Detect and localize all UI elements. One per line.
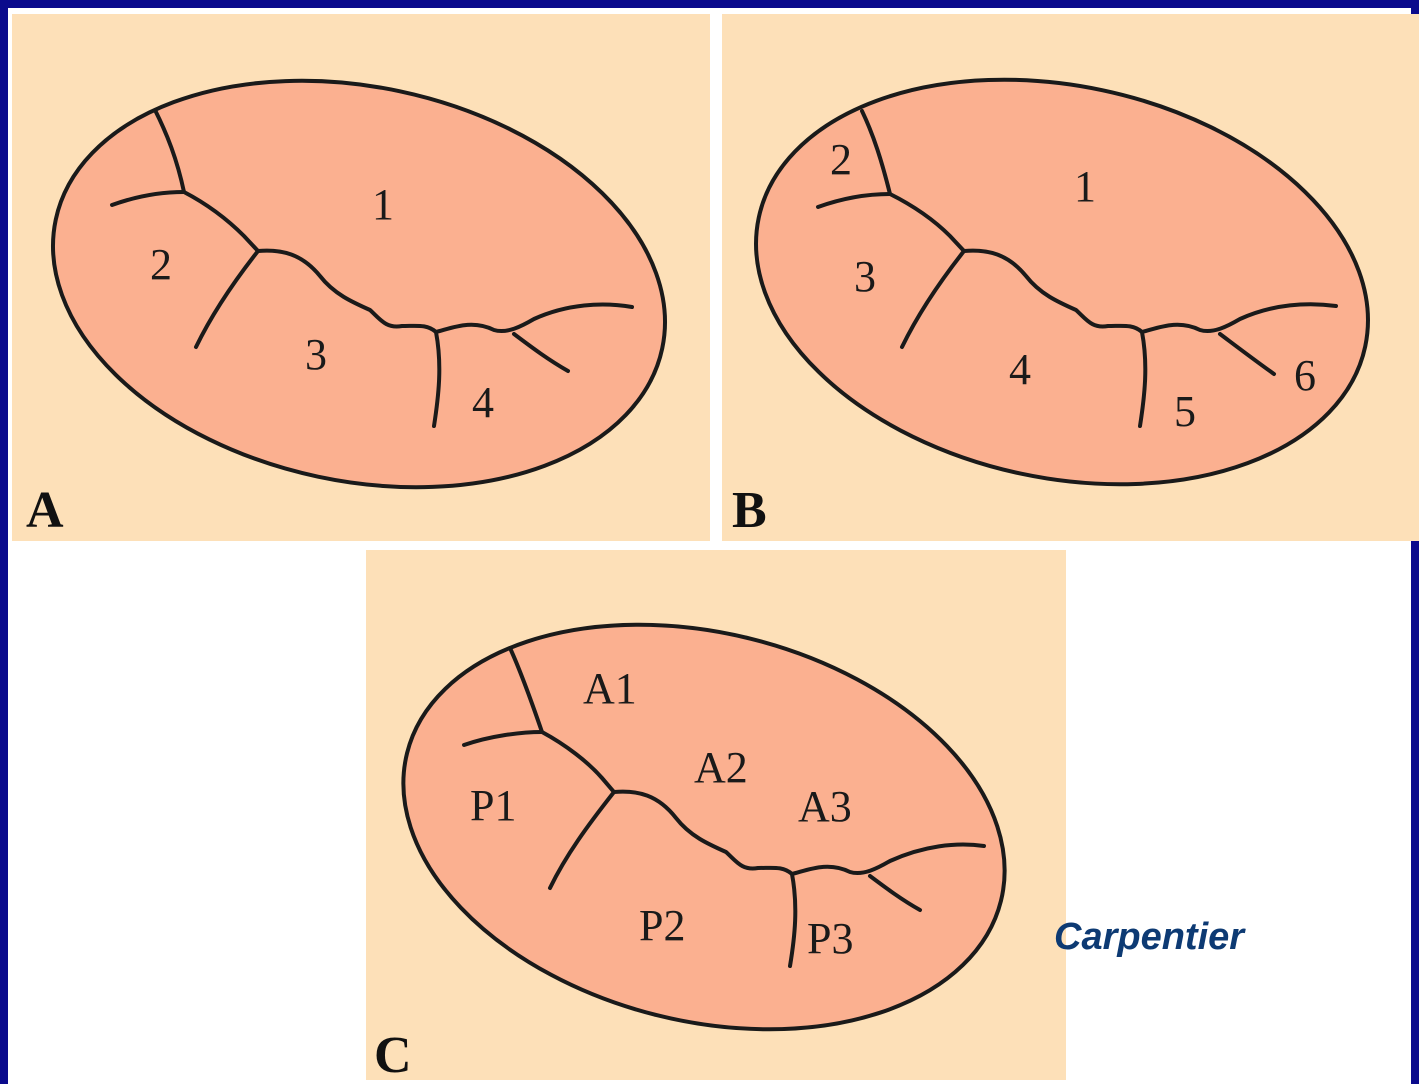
valve-outline [401,622,1007,1032]
commissure-branch [788,872,798,968]
commissure-branch [868,874,922,912]
region-label: 2 [830,135,852,184]
commissure-branch [1138,330,1148,428]
commissure-branch [1218,332,1276,376]
commissure-branch [900,249,966,349]
commissure-branch [432,330,442,428]
valve-diagram-c: A1 A2 A3 P1 P2 P3 C [374,622,1007,1080]
region-label: 4 [472,378,494,427]
coaptation-line [508,646,986,877]
panel-letter: C [374,1027,412,1080]
region-label: A2 [694,743,748,792]
commissure-branch [816,192,892,209]
source-credit: Carpentier [1054,916,1245,958]
region-label: A3 [798,782,852,831]
panel-b: 1 2 3 4 5 6 B [722,14,1419,541]
commissure-branch [512,332,570,373]
region-label: A1 [583,664,637,713]
region-label: 3 [305,330,327,379]
commissure-branch [462,730,544,747]
region-label: 5 [1174,387,1196,436]
region-label: P1 [470,781,516,830]
region-label: 6 [1294,351,1316,400]
commissure-branch [110,190,186,207]
region-label: 4 [1009,345,1031,394]
valve-diagram-b: 1 2 3 4 5 6 B [732,77,1370,539]
panel-c: A1 A2 A3 P1 P2 P3 C [366,550,1066,1080]
region-label: 1 [1074,162,1096,211]
valve-diagram-a: 1 2 3 4 A [26,78,667,539]
coaptation-line [153,108,634,335]
valve-outline [51,78,667,490]
region-label: P2 [639,901,685,950]
coaptation-line [860,109,1338,335]
region-label: 3 [854,252,876,301]
panel-a: 1 2 3 4 A [12,14,710,541]
region-label: P3 [807,914,853,963]
valve-outline [754,77,1370,487]
commissure-branch [548,790,616,890]
commissure-branch [194,249,260,349]
panel-letter: B [732,482,767,539]
region-label: 1 [372,180,394,229]
panel-letter: A [26,482,64,539]
region-label: 2 [150,240,172,289]
